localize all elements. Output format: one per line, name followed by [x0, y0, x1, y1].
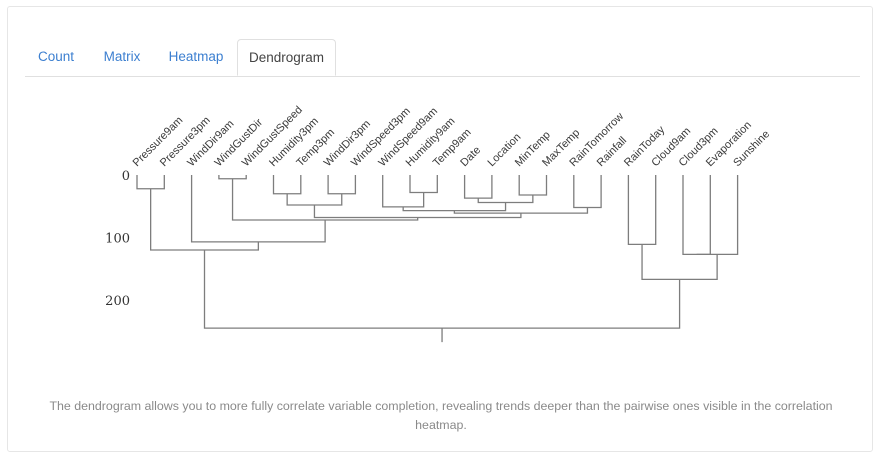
y-axis-tick-label: 100	[105, 232, 130, 247]
dendrogram-link-m12	[573, 175, 602, 209]
dendrogram-link-m20	[696, 175, 739, 256]
dendrogram-svg: 0100200Pressure9amPressure3pmWindDir9amW…	[105, 104, 772, 343]
dendrogram-link-m1	[136, 175, 165, 190]
dendrogram-link-m7	[382, 175, 425, 208]
dendrogram-link-m3	[272, 175, 302, 195]
tab-underline	[25, 76, 860, 77]
dendrogram-link-m18	[627, 175, 657, 246]
dendrogram-link-m21	[641, 244, 718, 281]
y-axis-tick-label: 200	[105, 294, 130, 309]
leaf-label-date: Date	[458, 144, 483, 169]
plot-caption: The dendrogram allows you to more fully …	[49, 399, 833, 432]
dendrogram-link-m9	[518, 175, 548, 196]
dendrogram-link-m22	[203, 250, 681, 329]
dendrogram-link-m6	[409, 175, 438, 194]
tab-bar: Count Matrix Heatmap Dendrogram	[8, 29, 872, 77]
dendrogram-link-m16	[190, 175, 326, 243]
dendrogram-link-m4	[327, 175, 357, 195]
tab-matrix[interactable]: Matrix	[103, 49, 141, 64]
dendrogram-link-m5	[286, 193, 343, 206]
y-axis-tick-label: 0	[122, 169, 130, 184]
dendrogram-link-m19	[682, 175, 711, 256]
tab-heatmap[interactable]: Heatmap	[168, 49, 224, 64]
tab-count[interactable]: Count	[37, 49, 75, 64]
dendrogram-link-m2	[218, 175, 247, 180]
dendrogram-link-m8	[463, 175, 493, 199]
tab-dendrogram[interactable]: Dendrogram	[237, 39, 336, 76]
dendrogram-link-m15	[231, 178, 419, 221]
dendrogram-links	[136, 175, 739, 343]
